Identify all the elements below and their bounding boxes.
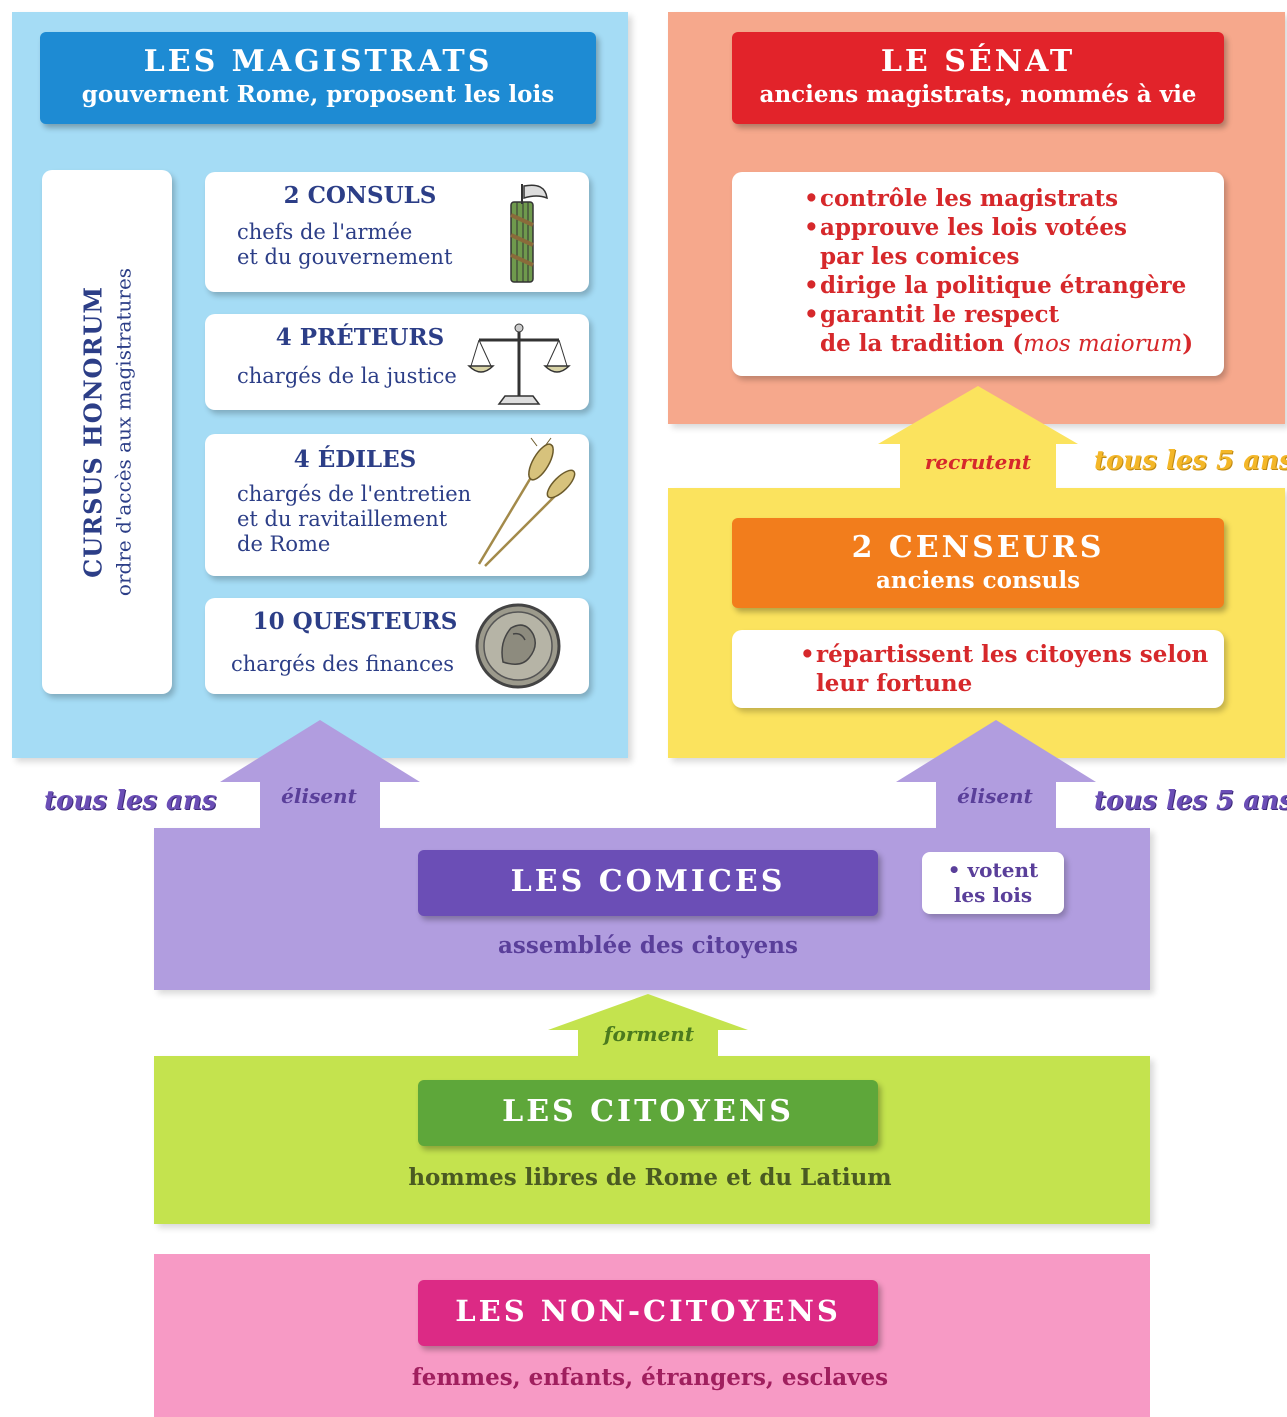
non-citoyens-title: LES NON-CITOYENS: [455, 1294, 841, 1328]
senat-duty-2-line1: approuve les lois votées: [820, 214, 1127, 241]
consuls-desc-line2: et du gouvernement: [237, 245, 453, 269]
comices-vote-line1: votent: [967, 858, 1039, 882]
cursus-honorum-text: CURSUS HONORUM ordre d'accès aux magistr…: [79, 182, 136, 682]
recrutent-label: recrutent: [924, 450, 1032, 474]
comices-title: LES COMICES: [510, 864, 786, 899]
senat-header: LE SÉNAT anciens magistrats, nommés à vi…: [732, 32, 1224, 124]
frequency-senat: tous les 5 ans: [1094, 446, 1287, 476]
citoyens-header: LES CITOYENS: [418, 1080, 878, 1146]
citoyens-subtitle: hommes libres de Rome et du Latium: [408, 1164, 892, 1191]
senat-duty-4-line2b: ): [1182, 330, 1194, 357]
senat-duty-4-line2-italic: mos maiorum: [1023, 331, 1183, 357]
ediles-desc-line2: et du ravitaillement: [237, 507, 448, 531]
recrutent-arrow: [878, 386, 1078, 490]
censeurs-duty-line1: répartissent les citoyens selon: [816, 641, 1209, 668]
ediles-desc: chargés de l'entretien et du ravitaillem…: [237, 482, 471, 557]
censeurs-duty-list: répartissent les citoyens selon leur for…: [800, 640, 1208, 698]
senat-subtitle: anciens magistrats, nommés à vie: [759, 81, 1197, 108]
questeurs-title: 10 QUESTEURS: [252, 608, 458, 635]
senat-duty-1: contrôle les magistrats: [804, 184, 1193, 213]
questeurs-desc: chargés des finances: [231, 652, 455, 676]
forment-label: forment: [603, 1022, 695, 1046]
censeurs-duty-card: répartissent les citoyens selon leur for…: [732, 630, 1224, 708]
ediles-desc-line3: de Rome: [237, 532, 331, 556]
comices-vote-card: • votent les lois: [922, 852, 1064, 914]
magistrats-header: LES MAGISTRATS gouvernent Rome, proposen…: [40, 32, 596, 124]
senat-duty-4: garantit le respect de la tradition (mos…: [804, 300, 1193, 359]
fasces-icon: [510, 184, 548, 283]
non-citoyens-header: LES NON-CITOYENS: [418, 1280, 878, 1346]
senat-title: LE SÉNAT: [880, 44, 1076, 79]
senat-duty-2-line2: par les comices: [820, 243, 1020, 270]
senat-duty-4-line1: garantit le respect: [820, 301, 1060, 328]
comices-vote-line2: les lois: [953, 883, 1033, 907]
consuls-card: 2 CONSULS chefs de l'armée et du gouvern…: [205, 172, 589, 292]
senat-duties-list: contrôle les magistrats approuve les loi…: [804, 184, 1193, 359]
magistrats-title: LES MAGISTRATS: [143, 44, 493, 79]
scales-icon: [467, 323, 571, 405]
consuls-desc-line1: chefs de l'armée: [237, 220, 413, 244]
coin-icon: [475, 603, 561, 689]
cursus-honorum-subtitle: ordre d'accès aux magistratures: [111, 267, 136, 597]
cursus-honorum-card: CURSUS HONORUM ordre d'accès aux magistr…: [42, 170, 172, 694]
citoyens-title: LES CITOYENS: [502, 1094, 794, 1129]
comices-header: LES COMICES: [418, 850, 878, 916]
non-citoyens-subtitle: femmes, enfants, étrangers, esclaves: [411, 1364, 889, 1391]
ediles-title: 4 ÉDILES: [293, 446, 417, 473]
elisent-left-label: élisent: [281, 784, 357, 808]
censeurs-header: 2 CENSEURS anciens consuls: [732, 518, 1224, 608]
senat-duties-card: contrôle les magistrats approuve les loi…: [732, 172, 1224, 376]
senat-duty-3: dirige la politique étrangère: [804, 271, 1193, 300]
preteurs-desc: chargés de la justice: [237, 364, 457, 388]
consuls-title: 2 CONSULS: [283, 182, 437, 209]
forment-arrow: [548, 994, 748, 1058]
senat-duty-4-line2a: de la tradition (: [820, 330, 1024, 357]
preteurs-title: 4 PRÉTEURS: [275, 324, 445, 351]
censeurs-title: 2 CENSEURS: [851, 530, 1105, 565]
elisent-right-label: élisent: [957, 784, 1033, 808]
comices-subtitle: assemblée des citoyens: [498, 932, 798, 959]
comices-vote-text: • votent les lois: [922, 858, 1064, 908]
censeurs-duty: répartissent les citoyens selon leur for…: [800, 640, 1208, 698]
frequency-magistrats: tous les ans: [44, 786, 217, 816]
ediles-card: 4 ÉDILES chargés de l'entretien et du ra…: [205, 434, 589, 576]
wheat-icon: [477, 437, 576, 567]
censeurs-subtitle: anciens consuls: [875, 567, 1081, 594]
cursus-honorum-title: CURSUS HONORUM: [78, 286, 108, 578]
elisent-left-arrow: [220, 720, 420, 830]
ediles-desc-line1: chargés de l'entretien: [237, 482, 472, 506]
questeurs-card: 10 QUESTEURS chargés des finances: [205, 598, 589, 694]
senat-duty-2: approuve les lois votées par les comices: [804, 213, 1193, 271]
censeurs-duty-line2: leur fortune: [816, 670, 973, 697]
comices-vote-bullet: •: [947, 858, 968, 882]
preteurs-card: 4 PRÉTEURS chargés de la justice: [205, 314, 589, 410]
elisent-right-arrow: [896, 720, 1096, 830]
magistrats-subtitle: gouvernent Rome, proposent les lois: [81, 81, 555, 108]
consuls-desc: chefs de l'armée et du gouvernement: [237, 220, 452, 270]
frequency-censeurs: tous les 5 ans: [1094, 786, 1287, 816]
